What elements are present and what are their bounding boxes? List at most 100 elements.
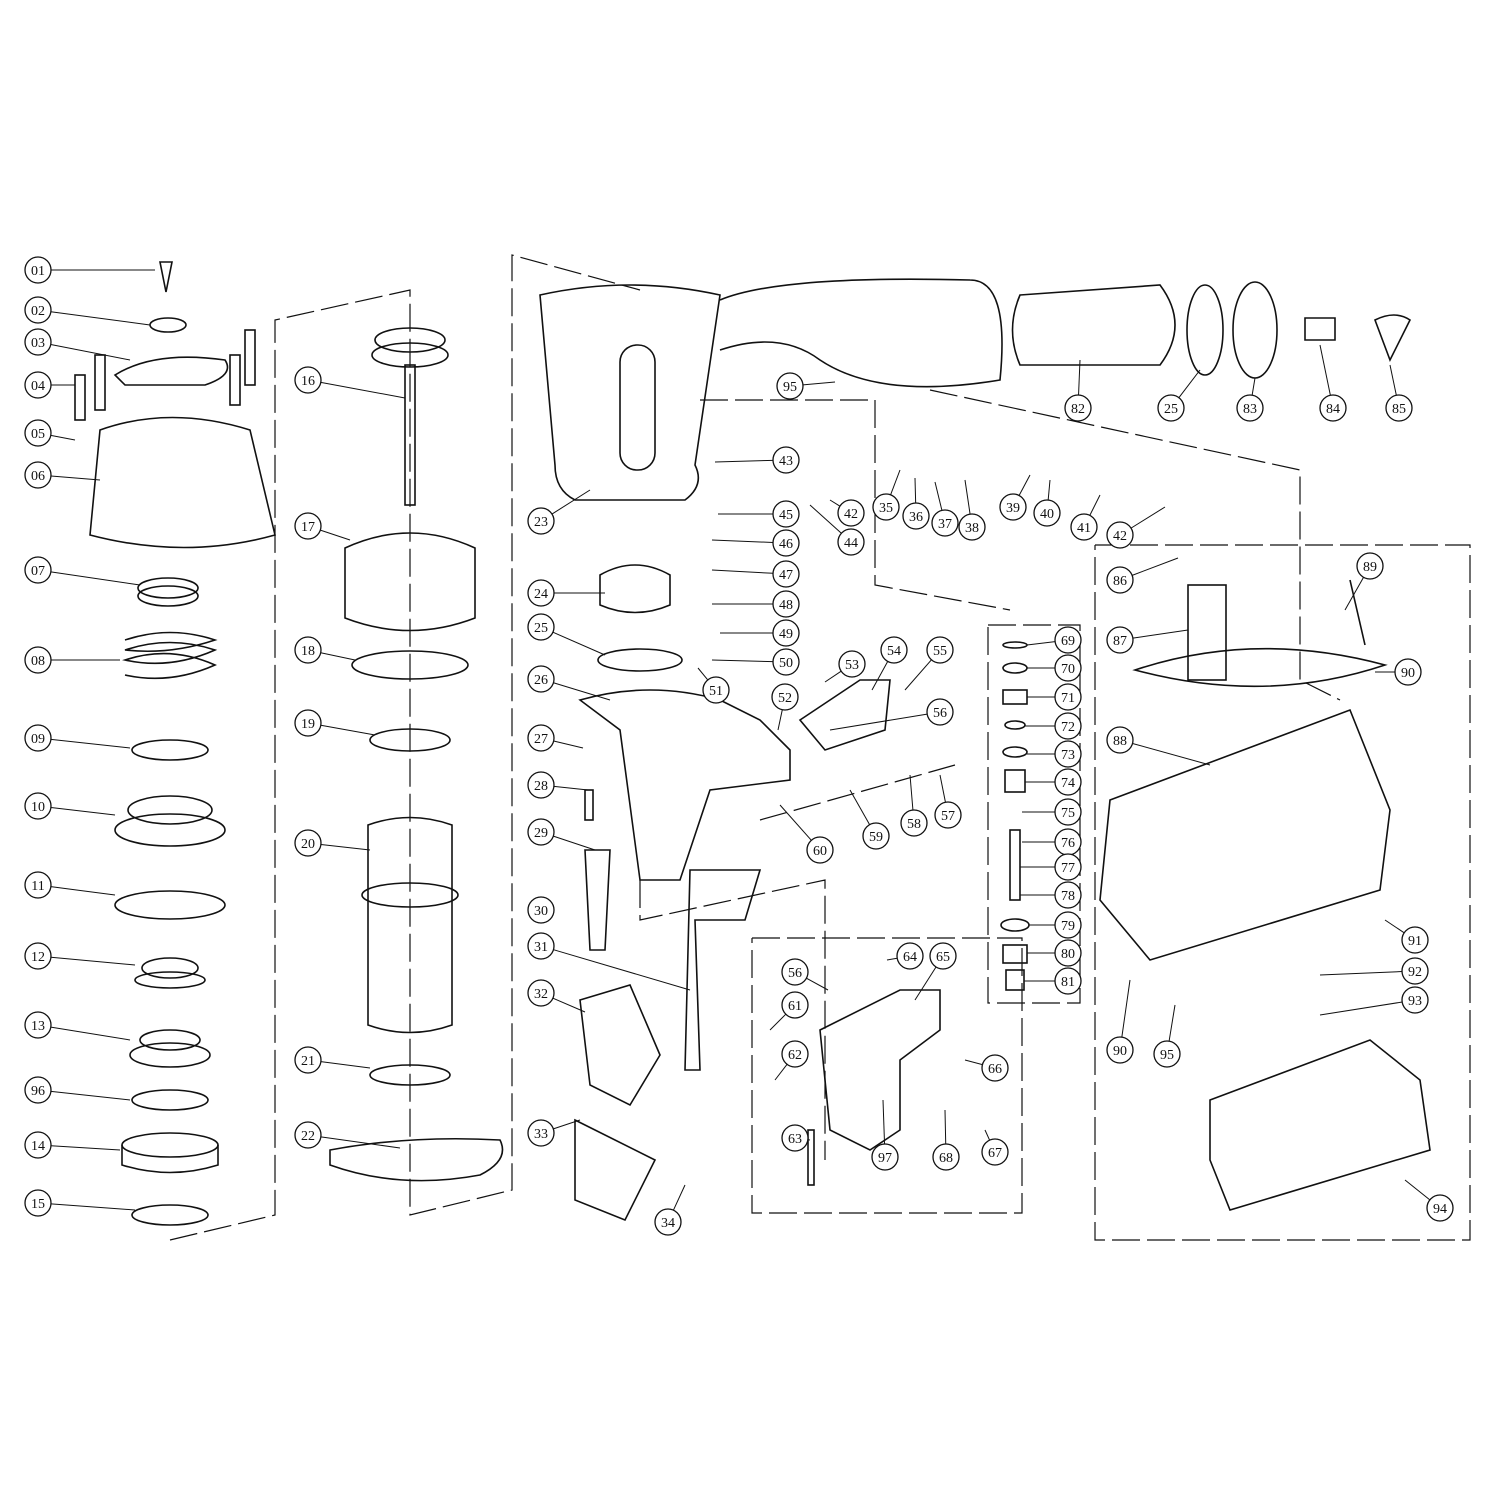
- callout-number: 43: [779, 454, 793, 469]
- callout-53: 53: [838, 650, 866, 678]
- callout-circle: [527, 1119, 555, 1147]
- callout-number: 82: [1071, 402, 1085, 417]
- callout-40: 40: [1033, 499, 1061, 527]
- callout-81: 81: [1054, 967, 1082, 995]
- callout-90: 90: [1394, 658, 1422, 686]
- callout-number: 90: [1113, 1044, 1127, 1059]
- callout-circle: [294, 829, 322, 857]
- callout-circle: [1054, 740, 1082, 768]
- callout-circle: [24, 461, 52, 489]
- callout-91: 91: [1401, 926, 1429, 954]
- callout-circle: [1033, 499, 1061, 527]
- callout-number: 07: [31, 564, 45, 579]
- callout-89: 89: [1356, 552, 1384, 580]
- callout-number: 16: [301, 374, 315, 389]
- leader-line-25: [1178, 369, 1201, 398]
- leader-line-84: [1319, 344, 1331, 396]
- callout-circle: [24, 1011, 52, 1039]
- callout-32: 32: [527, 979, 555, 1007]
- callout-54: 54: [880, 636, 908, 664]
- callout-circle: [1054, 626, 1082, 654]
- callout-04: 04: [24, 371, 52, 399]
- callout-number: 22: [301, 1129, 315, 1144]
- leader-line-43: [714, 459, 774, 463]
- callout-circle: [776, 372, 804, 400]
- leader-line-40: [1047, 479, 1051, 501]
- leader-line-13: [50, 1026, 131, 1041]
- callout-circle: [24, 1131, 52, 1159]
- callout-circle: [934, 801, 962, 829]
- leader-line-51: [697, 667, 709, 681]
- leader-line-32: [552, 997, 586, 1013]
- callout-28: 28: [527, 771, 555, 799]
- callout-number: 18: [301, 644, 315, 659]
- callout-number: 06: [31, 469, 45, 484]
- callout-71: 71: [1054, 683, 1082, 711]
- callout-circle: [999, 493, 1027, 521]
- leader-line-41: [1089, 494, 1101, 516]
- callout-number: 81: [1061, 975, 1075, 990]
- callout-number: 40: [1040, 507, 1054, 522]
- callout-circle: [772, 500, 800, 528]
- callout-65: 65: [929, 942, 957, 970]
- callout-95: 95: [1153, 1040, 1181, 1068]
- callout-number: 09: [31, 732, 45, 747]
- leader-line-28: [553, 785, 589, 791]
- callout-58: 58: [900, 809, 928, 837]
- callout-number: 42: [844, 507, 858, 522]
- leader-line-14: [50, 1145, 121, 1151]
- callout-61: 61: [781, 991, 809, 1019]
- callout-57: 57: [934, 801, 962, 829]
- callout-86: 86: [1106, 566, 1134, 594]
- callout-number: 32: [534, 987, 548, 1002]
- leader-line-95: [1168, 1004, 1176, 1042]
- callout-number: 70: [1061, 662, 1075, 677]
- leader-line-91: [1384, 919, 1405, 934]
- callout-number: 78: [1061, 889, 1075, 904]
- callout-35: 35: [872, 493, 900, 521]
- callout-circle: [24, 556, 52, 584]
- callout-circle: [781, 991, 809, 1019]
- callout-circle: [1157, 394, 1185, 422]
- callout-number: 68: [939, 1151, 953, 1166]
- callout-circle: [24, 1189, 52, 1217]
- callout-22: 22: [294, 1121, 322, 1149]
- callout-number: 54: [887, 644, 901, 659]
- callout-number: 69: [1061, 634, 1075, 649]
- callout-82: 82: [1064, 394, 1092, 422]
- callout-09: 09: [24, 724, 52, 752]
- callout-number: 45: [779, 508, 793, 523]
- callout-circle: [1401, 926, 1429, 954]
- callout-68: 68: [932, 1143, 960, 1171]
- callout-01: 01: [24, 256, 52, 284]
- callout-circle: [1426, 1194, 1454, 1222]
- callout-26: 26: [527, 665, 555, 693]
- callout-number: 46: [779, 537, 793, 552]
- callout-circle: [24, 419, 52, 447]
- callout-74: 74: [1054, 768, 1082, 796]
- leader-line-10: [50, 807, 116, 816]
- valve-stack: [1000, 641, 1030, 991]
- callout-52: 52: [771, 683, 799, 711]
- callout-circle: [871, 1143, 899, 1171]
- callout-number: 50: [779, 656, 793, 671]
- leader-line-53: [824, 670, 842, 683]
- leader-line-57: [939, 774, 946, 803]
- callout-85: 85: [1385, 394, 1413, 422]
- leader-line-56: [829, 713, 928, 731]
- callout-number: 33: [534, 1127, 548, 1142]
- callout-23: 23: [527, 507, 555, 535]
- callout-number: 76: [1061, 836, 1075, 851]
- leader-line-36: [914, 477, 917, 504]
- callout-43: 43: [772, 446, 800, 474]
- callout-number: 51: [709, 684, 723, 699]
- leader-line-05: [50, 434, 76, 441]
- callout-number: 29: [534, 826, 548, 841]
- leader-line-96: [50, 1090, 131, 1101]
- callout-circle: [294, 636, 322, 664]
- callout-number: 85: [1392, 402, 1406, 417]
- callout-circle: [527, 896, 555, 924]
- callout-50: 50: [772, 648, 800, 676]
- callout-number: 55: [933, 644, 947, 659]
